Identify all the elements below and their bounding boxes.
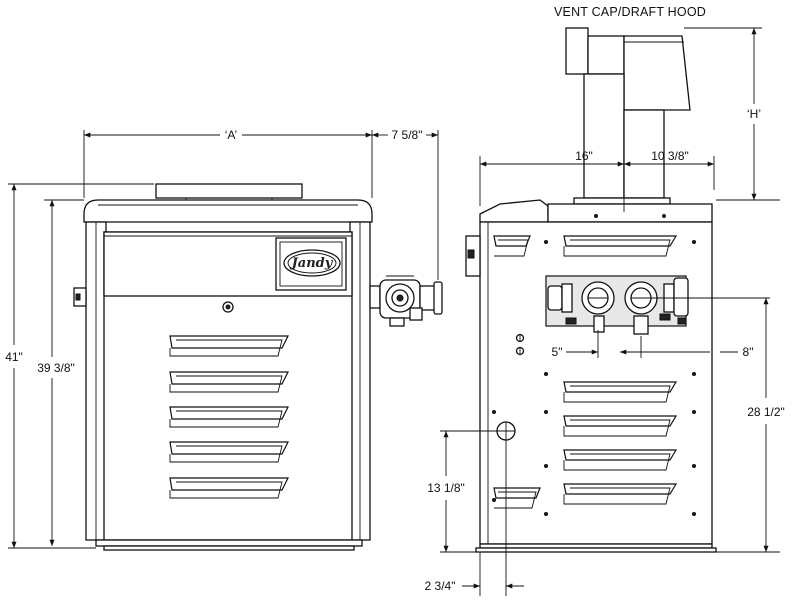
front-dimensions: ‘A’ 7 5/8" 41" 39 3/8" [5, 128, 439, 549]
dim-inlet-offset: 5" [552, 345, 563, 359]
dim-gas-height: 13 1/8" [427, 481, 465, 495]
front-louvers [169, 335, 289, 499]
side-top-cap [479, 199, 549, 223]
dim-cabinet-height: 39 3/8" [37, 361, 75, 375]
front-base [95, 539, 363, 547]
front-top-vent-plate [155, 183, 303, 199]
dim-overall-height: 41" [5, 350, 23, 364]
side-dimensions: VENT CAP/DRAFT HOOD ‘H’ 16" 10 3/8" 5" 8… [425, 5, 785, 596]
dim-flue-left: 16" [575, 149, 593, 163]
dim-width-a: ‘A’ [225, 128, 237, 142]
dim-flue-right: 10 3/8" [651, 149, 689, 163]
side-screws [492, 214, 696, 516]
bypass-valve [369, 275, 443, 327]
dim-height-h: ‘H’ [747, 107, 761, 121]
vent-cap-draft-hood [565, 27, 691, 205]
dim-connection-height: 28 1/2" [747, 405, 785, 419]
front-top-cap [83, 199, 373, 223]
dim-side-offset: 7 5/8" [392, 128, 423, 142]
dim-gas-offset: 2 3/4" [425, 579, 456, 593]
dim-outlet-offset: 8" [743, 345, 754, 359]
logo-text: Jandy [289, 256, 334, 271]
side-louvers [493, 235, 678, 509]
side-view [465, 27, 717, 553]
vent-cap-label: VENT CAP/DRAFT HOOD [554, 5, 706, 19]
front-view: Jandy [73, 183, 443, 551]
water-header-manifold [545, 275, 689, 335]
jandy-logo [283, 249, 341, 277]
